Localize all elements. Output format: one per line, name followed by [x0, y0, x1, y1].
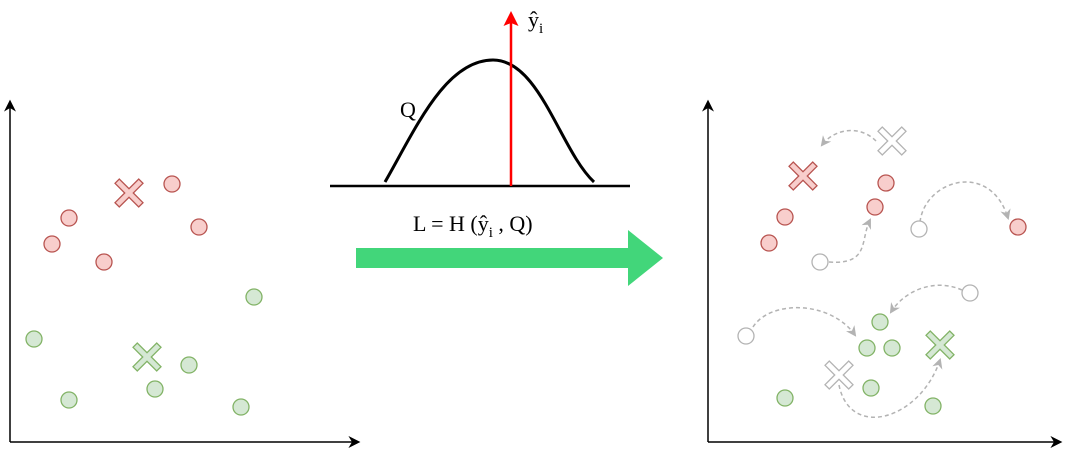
movement-arrow: [889, 284, 963, 314]
previous-point: [737, 327, 755, 345]
green-point: [776, 389, 794, 407]
green-point: [245, 288, 263, 306]
left-panel: [3, 99, 361, 448]
right-green-points: [776, 313, 942, 415]
movement-arrow: [820, 129, 877, 147]
movement-arrow: [919, 181, 1011, 223]
red-point: [760, 234, 778, 252]
left-red-points: [43, 175, 208, 271]
right-ghost-points: [737, 126, 979, 390]
center-panel: Q ŷi L = H (ŷi , Q): [330, 7, 663, 286]
prediction-label: ŷi: [528, 7, 543, 37]
red-point: [866, 198, 884, 216]
green-point: [858, 339, 876, 357]
right-centroids: [788, 161, 955, 360]
red-centroid-cross: [114, 178, 144, 208]
green-point: [146, 380, 164, 398]
right-red-points: [760, 174, 1027, 252]
distribution-label: Q: [400, 97, 416, 122]
movement-arrow: [752, 307, 857, 337]
left-centroids: [114, 178, 162, 372]
green-centroid-cross: [925, 330, 955, 360]
previous-point: [961, 284, 979, 302]
previous-point: [910, 220, 928, 238]
green-point: [25, 330, 43, 348]
green-point: [871, 313, 889, 331]
red-point: [163, 175, 181, 193]
previous-centroid-cross: [877, 126, 907, 156]
red-centroid-cross: [788, 161, 818, 191]
red-point: [43, 235, 61, 253]
transition-arrow: [356, 230, 663, 286]
loss-formula: L = H (ŷi , Q): [413, 211, 533, 241]
red-point: [877, 174, 895, 192]
green-point: [862, 379, 880, 397]
movement-arrow: [828, 218, 871, 263]
green-point: [232, 398, 250, 416]
movement-arrows: [752, 129, 1011, 418]
green-point: [883, 339, 901, 357]
left-green-points: [25, 288, 263, 416]
red-point: [190, 218, 208, 236]
distribution-curve: [383, 58, 596, 184]
previous-point: [811, 253, 829, 271]
red-point: [60, 209, 78, 227]
previous-centroid-cross: [824, 360, 854, 390]
red-point: [776, 208, 794, 226]
red-point: [95, 253, 113, 271]
green-centroid-cross: [132, 342, 162, 372]
green-point: [180, 356, 198, 374]
green-point: [60, 391, 78, 409]
movement-arrow: [838, 358, 943, 418]
right-panel: [702, 99, 1063, 448]
green-point: [924, 397, 942, 415]
red-point: [1009, 218, 1027, 236]
